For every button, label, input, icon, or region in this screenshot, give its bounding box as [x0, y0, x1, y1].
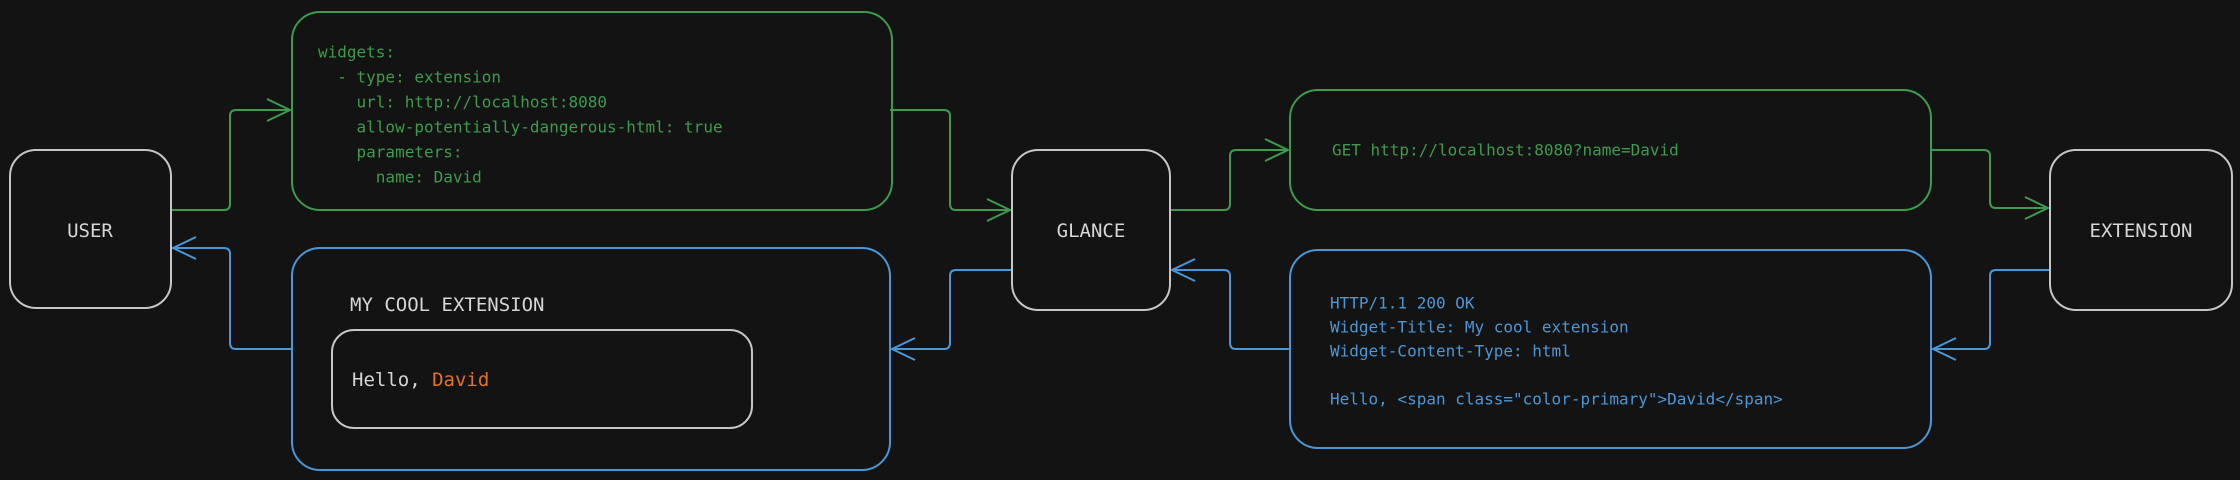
- extension-node-label: EXTENSION: [2090, 220, 2193, 242]
- widget-title: MY COOL EXTENSION: [350, 294, 544, 316]
- arrow-response-to-glance: [1169, 258, 1290, 350]
- response-line: Widget-Title: My cool extension: [1330, 318, 1629, 337]
- response-message-box: [1289, 249, 1932, 449]
- arrow-glance-to-widget: [889, 269, 1012, 361]
- config-line: allow-potentially-dangerous-html: true: [318, 118, 723, 137]
- widget-greeting-box: [331, 329, 753, 429]
- widget-message-box: [291, 247, 891, 471]
- config-message-box: [291, 11, 893, 211]
- response-line: HTTP/1.1 200 OK: [1330, 294, 1475, 313]
- greeting-prefix: Hello,: [352, 369, 432, 391]
- request-message-box: [1289, 89, 1932, 211]
- request-line: GET http://localhost:8080?name=David: [1332, 141, 1679, 160]
- config-line: widgets:: [318, 43, 395, 62]
- user-node: [9, 149, 172, 309]
- extension-node: [2049, 149, 2233, 311]
- widget-greeting: Hello, David: [352, 369, 489, 391]
- config-line: name: David: [318, 168, 482, 187]
- arrow-widget-to-user: [170, 236, 292, 350]
- config-line: url: http://localhost:8080: [318, 93, 607, 112]
- arrow-request-to-extension: [1931, 149, 2051, 220]
- user-node-label: USER: [67, 220, 113, 242]
- response-line: Hello, <span class="color-primary">David…: [1330, 390, 1783, 409]
- arrow-extension-to-response: [1930, 269, 2050, 361]
- config-line: parameters:: [318, 143, 463, 162]
- response-http-code: HTTP/1.1 200 OK Widget-Title: My cool ex…: [1330, 294, 1783, 409]
- config-yaml-code: widgets: - type: extension url: http://l…: [318, 43, 723, 187]
- glance-node-label: GLANCE: [1057, 220, 1126, 242]
- response-line: Widget-Content-Type: html: [1330, 342, 1571, 361]
- config-line: - type: extension: [318, 68, 501, 87]
- glance-node: [1011, 149, 1171, 311]
- greeting-name: David: [432, 369, 489, 391]
- arrow-config-to-glance: [890, 109, 1013, 222]
- arrow-glance-to-request: [1170, 138, 1291, 211]
- arrow-user-to-config: [171, 98, 293, 211]
